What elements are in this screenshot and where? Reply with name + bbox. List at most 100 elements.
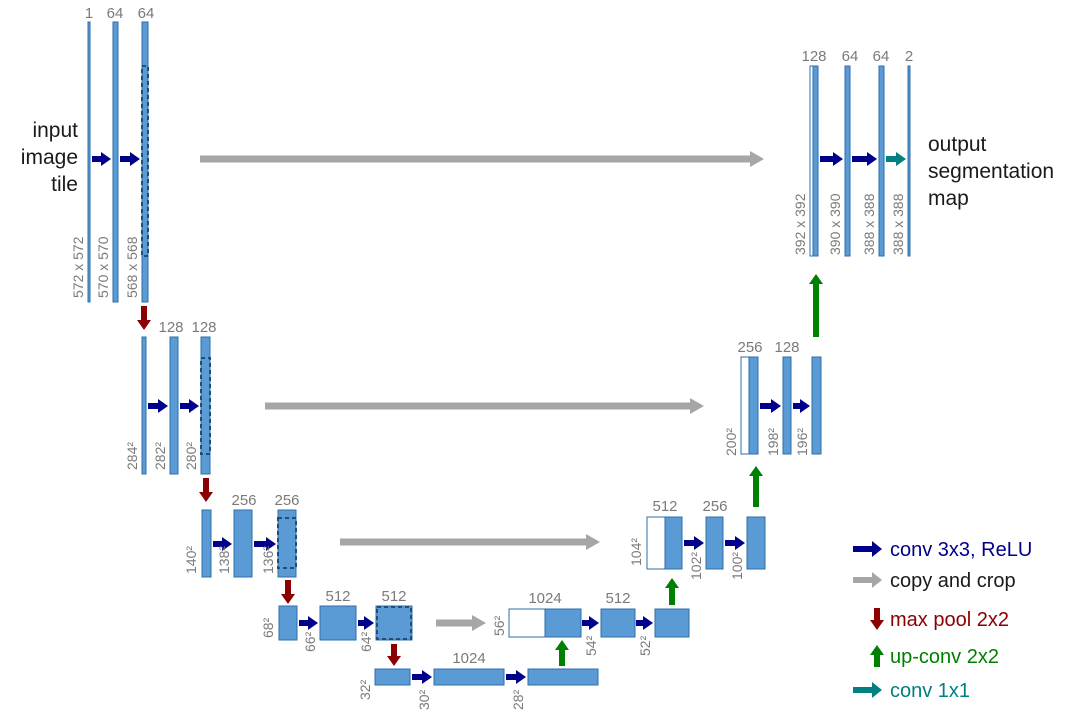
channel-l1-a: 1 bbox=[85, 5, 93, 22]
conv-arrow-l1-b bbox=[120, 152, 140, 166]
dim-r1-a: 392 x 392 bbox=[792, 193, 808, 255]
channel-l3-b: 256 bbox=[274, 492, 299, 509]
dim-l4-c: 64² bbox=[358, 631, 374, 652]
pool-arrow-l4 bbox=[387, 644, 401, 666]
input-label-line2: image bbox=[21, 146, 78, 169]
conv-arrow-l4-a bbox=[299, 616, 318, 630]
dim-r1-d: 388 x 388 bbox=[890, 193, 906, 255]
legend-label-3: up-conv 2x2 bbox=[890, 646, 999, 668]
input-label-line1: input bbox=[32, 119, 78, 142]
channel-l2-a: 128 bbox=[158, 319, 183, 336]
fm-r3-b bbox=[705, 516, 724, 570]
conv-arrow-r4-a bbox=[582, 616, 599, 630]
legend-arrow-up-icon-3 bbox=[870, 645, 884, 667]
dim-r1-c: 388 x 388 bbox=[861, 193, 877, 255]
fm-l5-b bbox=[433, 668, 505, 686]
channel-r2-a: 256 bbox=[737, 339, 762, 356]
pool-arrow-l1 bbox=[137, 306, 151, 330]
dim-r2-b: 198² bbox=[765, 428, 781, 456]
crop-l3 bbox=[277, 517, 297, 569]
fm-r2-c bbox=[811, 356, 822, 455]
fm-l4-b bbox=[319, 605, 357, 641]
fm-l2-b bbox=[169, 336, 179, 475]
channel-r4-a: 1024 bbox=[528, 590, 561, 607]
conv1x1-arrow-r1 bbox=[886, 152, 906, 166]
channel-l4-a: 512 bbox=[325, 588, 350, 605]
conv-arrow-r3-b bbox=[725, 536, 745, 550]
dim-l5-b: 30² bbox=[416, 689, 432, 710]
fm-r3-c bbox=[746, 516, 766, 570]
conv-arrow-l1-a bbox=[92, 152, 111, 166]
conv-arrow-l4-b bbox=[358, 616, 374, 630]
conv-arrow-l5-a bbox=[412, 670, 432, 684]
crop-l1 bbox=[141, 65, 149, 257]
fm-l4-c bbox=[375, 605, 413, 641]
dim-r2-c: 196² bbox=[794, 428, 810, 456]
pool-arrow-l2 bbox=[199, 478, 213, 502]
dim-l2-c: 280² bbox=[183, 442, 199, 470]
output-label-line1: output bbox=[928, 133, 987, 156]
dim-r1-b: 390 x 390 bbox=[827, 193, 843, 255]
pool-arrow-l3 bbox=[281, 580, 295, 604]
legend-label-4: conv 1x1 bbox=[890, 680, 970, 702]
dim-l4-a: 68² bbox=[260, 617, 276, 638]
channel-r1-b: 64 bbox=[842, 48, 859, 65]
fm-r3-copy bbox=[646, 516, 666, 570]
conv-arrow-r1-b bbox=[852, 152, 877, 166]
channel-r2-b: 128 bbox=[774, 339, 799, 356]
copy-arrow-l3 bbox=[340, 534, 600, 550]
fm-r2-b bbox=[782, 356, 792, 455]
dim-r3-a: 104² bbox=[628, 538, 644, 566]
fm-r4-b bbox=[600, 608, 636, 638]
fm-l2-a bbox=[141, 336, 147, 475]
fm-r1-c bbox=[878, 65, 885, 257]
conv-arrow-r1-a bbox=[820, 152, 843, 166]
arrows bbox=[92, 151, 906, 684]
input-label-line3: tile bbox=[51, 173, 78, 196]
upconv-arrow-r2 bbox=[809, 274, 823, 337]
crop-l4 bbox=[376, 606, 412, 640]
upconv-arrow-r4 bbox=[665, 578, 679, 605]
channel-l1-c: 64 bbox=[138, 5, 155, 22]
conv-arrow-r2-a bbox=[760, 399, 781, 413]
legend-arrow-right-icon-0 bbox=[853, 541, 882, 557]
legend-label-1: copy and crop bbox=[890, 570, 1016, 592]
fm-l3-b bbox=[233, 509, 253, 578]
channel-r3-a: 512 bbox=[652, 498, 677, 515]
feature-maps bbox=[87, 21, 911, 686]
channel-r3-b: 256 bbox=[702, 498, 727, 515]
conv-arrow-l3-b bbox=[254, 537, 276, 551]
conv-arrow-l3-a bbox=[213, 537, 232, 551]
legend-arrow-right-icon-4 bbox=[853, 682, 882, 698]
dim-l5-c: 28² bbox=[510, 689, 526, 710]
channel-r1-a: 128 bbox=[801, 48, 826, 65]
dim-l3-c: 136² bbox=[260, 546, 276, 574]
dim-l1-b: 570 x 570 bbox=[95, 236, 111, 298]
copy-arrow-l2 bbox=[265, 398, 704, 414]
conv-arrow-r2-b bbox=[793, 399, 810, 413]
conv-arrow-l5-b bbox=[506, 670, 526, 684]
fm-l5-c bbox=[527, 668, 599, 686]
fm-l4-a bbox=[278, 605, 298, 641]
fm-l1-input bbox=[87, 21, 91, 303]
dim-l2-b: 282² bbox=[152, 442, 168, 470]
legend-label-0: conv 3x3, ReLU bbox=[890, 539, 1032, 561]
fm-r4-copy bbox=[508, 608, 546, 638]
copy-arrow-l1 bbox=[200, 151, 764, 167]
dim-l1-a: 572 x 572 bbox=[70, 236, 86, 298]
upconv-arrow-r3 bbox=[749, 466, 763, 507]
dim-l1-c: 568 x 568 bbox=[124, 236, 140, 298]
fm-r2-copy bbox=[740, 356, 750, 455]
dim-l5-a: 32² bbox=[357, 679, 373, 700]
dim-l4-b: 66² bbox=[302, 631, 318, 652]
dim-l3-b: 138² bbox=[216, 546, 232, 574]
channel-l3-a: 256 bbox=[231, 492, 256, 509]
channel-r4-b: 512 bbox=[605, 590, 630, 607]
labels: 1 64 64 572 x 572 570 x 570 568 x 568 128 128 28… bbox=[21, 5, 1054, 710]
crop-l2 bbox=[200, 357, 211, 455]
fm-r2-up bbox=[748, 356, 759, 455]
fm-r4-up bbox=[544, 608, 582, 638]
channel-l5: 1024 bbox=[452, 650, 485, 667]
